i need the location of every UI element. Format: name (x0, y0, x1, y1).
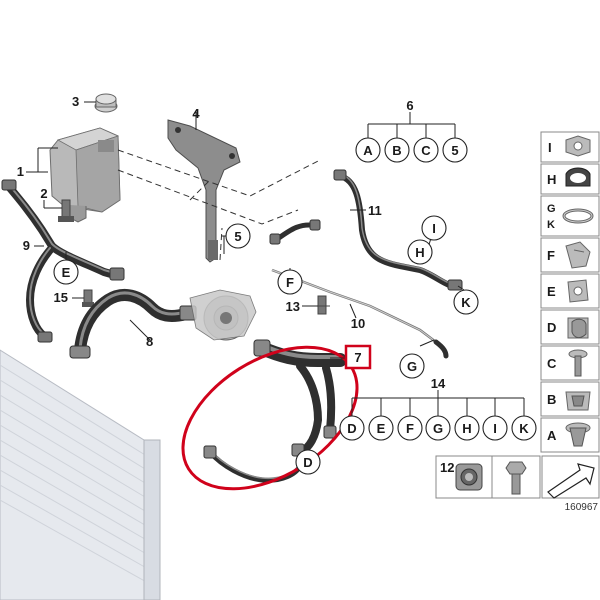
group-14-item: F (406, 421, 414, 436)
group-14-item: E (377, 421, 386, 436)
part-number-14: 14 (431, 376, 446, 391)
group-6-item: 5 (451, 143, 458, 158)
parts-box-12: 12 (435, 455, 541, 499)
callout-e: E (62, 265, 71, 280)
callout-g: G (407, 359, 417, 374)
pipe-10 (271, 268, 449, 359)
tank-cap (94, 93, 118, 113)
water-pump (189, 289, 257, 341)
side-panel-label: C (547, 356, 557, 371)
side-panel-label: I (548, 140, 552, 155)
hose-9 (1, 179, 125, 343)
part-number-8: 8 (146, 334, 153, 349)
callout-d: D (303, 455, 312, 470)
part-number-4: 4 (192, 106, 200, 121)
part-number-13: 13 (286, 299, 300, 314)
radiator (0, 349, 161, 600)
part-7-label: 7 (344, 344, 372, 370)
direction-arrow-box (541, 455, 600, 499)
part-number-12: 12 (440, 460, 454, 475)
group-14-item: K (519, 421, 529, 436)
group-14-item: H (462, 421, 471, 436)
group-6-item: C (421, 143, 431, 158)
hose-11 (333, 169, 463, 291)
dashed-reference-lines (117, 149, 321, 261)
side-panel-label-g: G (547, 203, 556, 215)
arrow-icon (547, 463, 595, 499)
side-panel-label: F (547, 248, 555, 263)
group-14-item: D (347, 421, 356, 436)
group-6-item: B (392, 143, 401, 158)
group-14-item: G (433, 421, 443, 436)
part-number-11: 11 (368, 203, 382, 218)
group-6: A B C 5 (355, 112, 468, 163)
part-number-2: 2 (40, 186, 47, 201)
side-panel-label: D (547, 320, 556, 335)
callout-f: F (286, 275, 294, 290)
part-number-3: 3 (72, 94, 79, 109)
side-panel-label: B (547, 392, 556, 407)
group-14-item: I (493, 421, 497, 436)
group-6-item: A (363, 143, 373, 158)
level-sensor (58, 199, 74, 222)
side-panel: I H G K F E D C B (540, 131, 600, 453)
group-14: D E F G H I K (339, 390, 537, 441)
part-number-7: 7 (354, 350, 361, 365)
hose-8 (69, 288, 197, 359)
temp-sensor-15 (82, 289, 94, 307)
callouts: E 5 F I H K G D (53, 215, 479, 475)
hose-upper (269, 219, 321, 245)
expansion-tank (49, 127, 121, 223)
clip-13 (314, 295, 330, 315)
part-number-15: 15 (54, 290, 68, 305)
side-panel-label: A (547, 428, 557, 443)
side-panel-label: E (547, 284, 556, 299)
diagram-id: 160967 (565, 502, 599, 513)
part-number-10: 10 (351, 316, 365, 331)
side-panel-label: H (547, 172, 556, 187)
side-panel-label-k: K (547, 219, 555, 231)
callout-k: K (461, 295, 471, 310)
part-numbers: 3 4 6 1 2 11 9 15 13 10 8 14 (17, 94, 446, 391)
part-number-9: 9 (23, 238, 30, 253)
bracket (167, 119, 241, 263)
callout-5: 5 (234, 229, 241, 244)
part-number-1: 1 (17, 164, 24, 179)
callout-i: I (432, 221, 436, 236)
callout-h: H (415, 245, 424, 260)
part-number-6: 6 (406, 98, 413, 113)
